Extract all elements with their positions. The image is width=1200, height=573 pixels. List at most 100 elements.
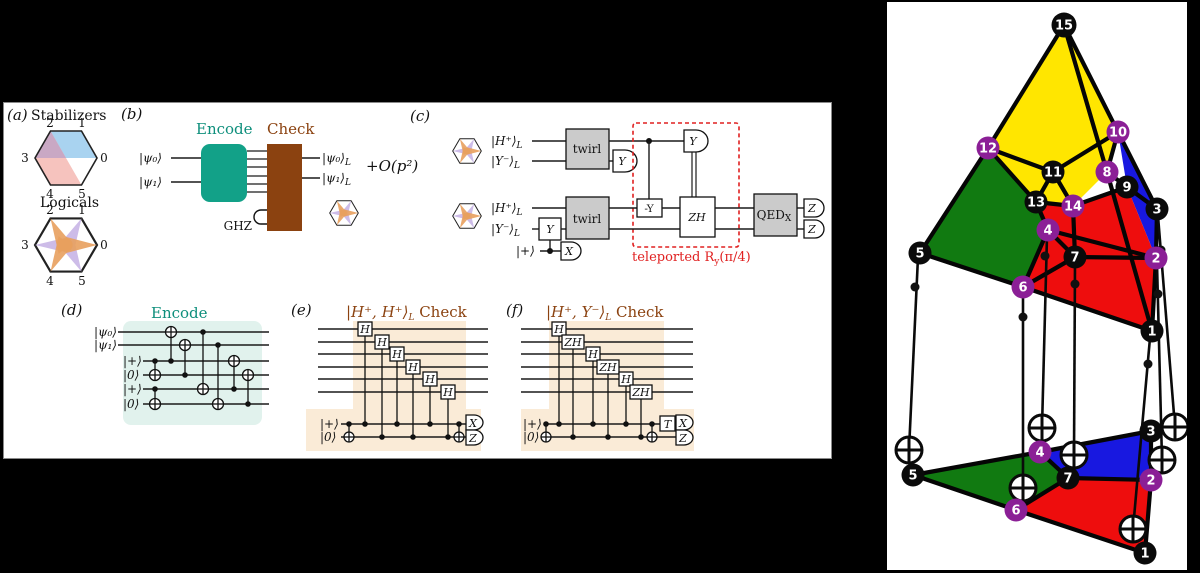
logicals-hexagon: 2 1 0 3 4 5 — [21, 203, 108, 288]
input-psi0: |ψ₀⟩ — [139, 151, 162, 165]
stabilizer-overlap — [35, 131, 66, 158]
panel-b: (b) Encode Check |ψ₀⟩ |ψ₁⟩ GHZ |ψ₀⟩L |ψ₁… — [121, 105, 418, 233]
lattice-nodes-top: 15 12 10 11 8 9 13 14 3 4 5 7 2 6 1 — [908, 12, 1169, 343]
x-measure-label: X — [564, 245, 574, 258]
hex-vertex-label: 1 — [78, 203, 86, 217]
ghz-loop — [253, 209, 267, 225]
x-measure-label: X — [468, 417, 478, 430]
zh-gate: ZH — [563, 336, 582, 349]
state-hplus-upper: |H⁺⟩L — [491, 134, 523, 151]
check-gate-ladder: H ZH H ZH H ZH — [551, 321, 653, 440]
svg-text:5: 5 — [908, 469, 917, 484]
svg-text:3: 3 — [1146, 425, 1155, 440]
logical-hexagon-icon — [452, 138, 482, 164]
circuits-panel: (a) Stabilizers 2 1 0 3 4 5 Logicals — [3, 102, 832, 459]
qubit-node — [1024, 190, 1048, 214]
logicals-title: Logicals — [40, 195, 99, 211]
svg-text:1: 1 — [1147, 325, 1156, 340]
svg-text:12: 12 — [979, 142, 997, 157]
state-hplus-lower: |H⁺⟩L — [491, 201, 523, 218]
t-gate-box — [659, 415, 676, 432]
encode-box — [201, 144, 247, 202]
qubit-node — [1056, 466, 1080, 490]
hex-vertex-label: 1 — [78, 116, 86, 130]
t-gate-label: T — [664, 418, 673, 431]
x-measure — [560, 241, 582, 261]
panel-d-label: (d) — [61, 301, 82, 319]
x-measure-label: X — [678, 417, 688, 430]
z-measure-label: Z — [468, 432, 477, 445]
check-gate-ladder: H H H H H H — [357, 321, 456, 440]
twirl-box-upper — [565, 128, 610, 170]
qubit-node — [1139, 419, 1163, 443]
y-measure-label: Y — [689, 135, 698, 148]
svg-text:7: 7 — [1070, 251, 1079, 266]
qubit-node — [1145, 197, 1169, 221]
encode-title: Encode — [196, 120, 253, 138]
lattice-nodes-bottom: 5 4 3 7 2 6 1 — [901, 419, 1163, 565]
check-highlight-ext — [306, 409, 481, 451]
wire-label: |+⟩ — [123, 382, 142, 396]
qubit-node — [1144, 246, 1168, 270]
zh-label: ZH — [687, 211, 706, 224]
output-psi0L: |ψ₀⟩L — [322, 151, 351, 168]
y-gate-label: Y — [546, 223, 555, 236]
svg-text:2: 2 — [1151, 252, 1160, 267]
svg-text:7: 7 — [1063, 472, 1072, 487]
zh-gate: ZH — [598, 361, 617, 374]
twirl-box-lower — [565, 196, 610, 240]
lattice-panel: 15 12 10 11 8 9 13 14 3 4 5 7 2 6 1 5 4 … — [887, 2, 1190, 570]
circuits-svg: (a) Stabilizers 2 1 0 3 4 5 Logicals — [7, 105, 825, 451]
panel-d: (d) Encode |ψ₀⟩ |ψ₁⟩ |+⟩ |0⟩ |+⟩ |0⟩ — [61, 301, 269, 425]
panel-b-label: (b) — [121, 105, 142, 123]
plus-wire-label: |+⟩ — [523, 417, 542, 431]
wire-label: |0⟩ — [123, 397, 139, 411]
svg-text:1: 1 — [1140, 547, 1149, 562]
svg-text:13: 13 — [1027, 196, 1045, 211]
plus-wire-label: |+⟩ — [320, 417, 339, 431]
face-red-bottom — [1016, 478, 1151, 553]
logical-hexagon-icon — [452, 203, 482, 229]
hex-vertex-label: 4 — [46, 187, 54, 201]
h-gate: H — [620, 373, 631, 386]
hex-vertex-label: 0 — [100, 238, 108, 252]
wire-label: |+⟩ — [123, 354, 142, 368]
svg-text:4: 4 — [1043, 224, 1052, 239]
ghz-label: GHZ — [224, 219, 252, 233]
svg-text:2: 2 — [1146, 474, 1155, 489]
panel-a: (a) Stabilizers 2 1 0 3 4 5 Logicals — [7, 106, 108, 288]
svg-text:8: 8 — [1102, 166, 1111, 181]
error-term: +O(p²) — [366, 157, 418, 175]
minus-y-label: -Y — [644, 203, 654, 215]
hex-vertex-label: 3 — [21, 151, 29, 165]
hex-vertex-label: 2 — [46, 203, 54, 217]
h-gate: H — [407, 361, 418, 374]
svg-text:11: 11 — [1044, 166, 1062, 181]
twirl-label: twirl — [573, 142, 602, 156]
panel-c-label: (c) — [410, 107, 430, 125]
qubit-node — [908, 241, 932, 265]
encode-cnot-gates — [148, 325, 255, 411]
qed-label: QEDX — [757, 208, 792, 224]
qubit-node — [976, 136, 1000, 160]
qubit-node — [1133, 541, 1157, 565]
h-gate: H — [376, 336, 387, 349]
plus-state-label: |+⟩ — [516, 244, 535, 258]
y-measure-label: Y — [618, 155, 627, 168]
qubit-node — [901, 463, 925, 487]
svg-text:4: 4 — [1035, 446, 1044, 461]
z-measure-top — [803, 198, 825, 218]
qubit-node — [1028, 440, 1052, 464]
qubit-node — [1095, 160, 1119, 184]
hex-vertex-label: 3 — [21, 238, 29, 252]
qubit-node — [1041, 160, 1065, 184]
h-gate: H — [587, 348, 598, 361]
hex-vertex-label: 4 — [46, 274, 54, 288]
h-gate: H — [553, 323, 564, 336]
h-gate: H — [359, 323, 370, 336]
qubit-node — [1011, 275, 1035, 299]
stabilizer-hexagon: 2 1 0 3 4 5 — [21, 116, 108, 201]
panel-e-label: (e) — [291, 301, 312, 319]
logical-hexagon-icon — [329, 200, 359, 226]
face-green-top — [920, 148, 1048, 287]
